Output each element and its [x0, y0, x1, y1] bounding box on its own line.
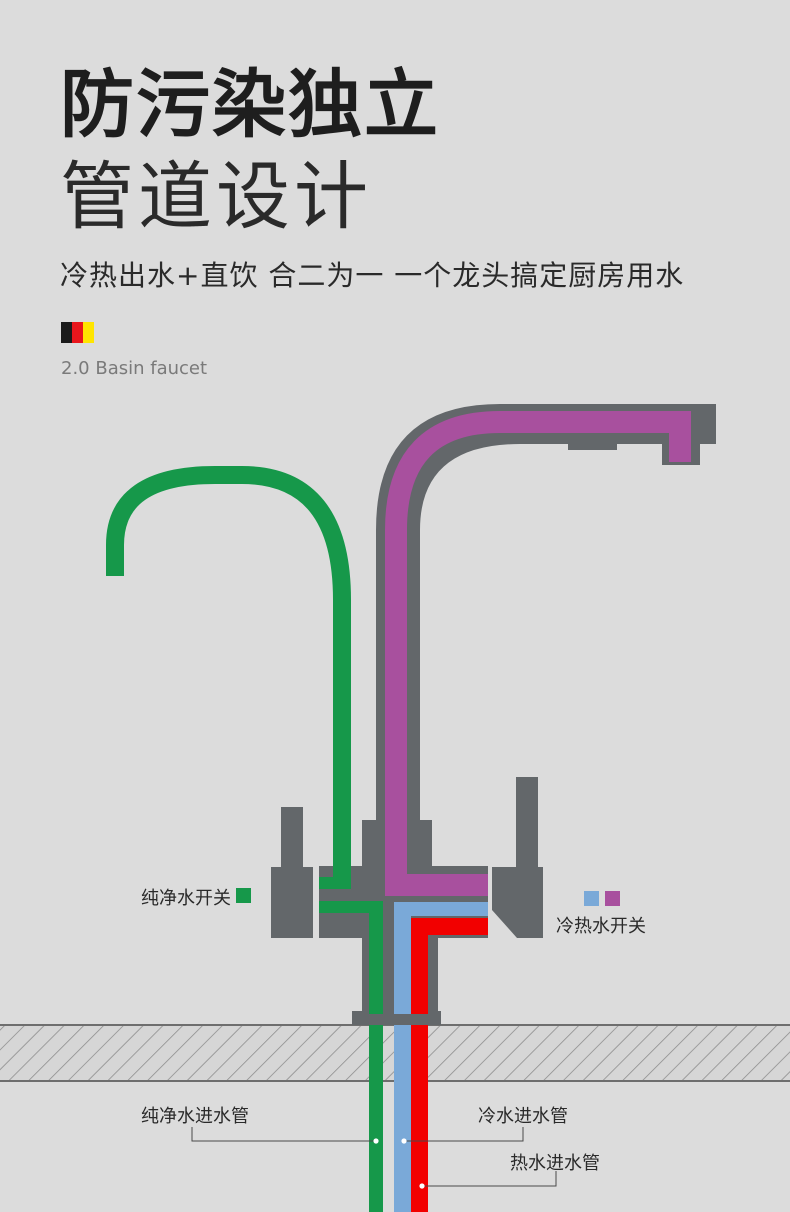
pure-water-path [106, 466, 383, 1014]
pure-water-swatch [236, 888, 251, 903]
mixed-switch-label: 冷热水开关 [556, 916, 646, 937]
cold-hot-internal [394, 902, 488, 1014]
leader-lines [191, 1127, 557, 1187]
model-name: 2.0 Basin faucet [61, 358, 208, 379]
title-line-1: 防污染独立 [60, 62, 440, 148]
flag-stripe-yellow [83, 322, 94, 343]
flag-stripe-red [72, 322, 83, 343]
pure-switch-label: 纯净水开关 [141, 888, 231, 909]
pure-inlet-label: 纯净水进水管 [141, 1106, 249, 1127]
mixed-water-swatch [605, 891, 620, 906]
cold-water-swatch [584, 891, 599, 906]
title-line-2: 管道设计 [60, 154, 372, 240]
flag-stripe-black [61, 322, 72, 343]
mixed-water-path [385, 411, 691, 896]
subtitle: 冷热出水+直饮 合二为一 一个龙头搞定厨房用水 [60, 259, 685, 292]
german-flag-icon [61, 322, 94, 343]
leader-dots [373, 1138, 425, 1189]
hot-inlet-label: 热水进水管 [510, 1153, 600, 1174]
cold-inlet-label: 冷水进水管 [478, 1106, 568, 1127]
inlet-pipes [369, 1014, 428, 1212]
